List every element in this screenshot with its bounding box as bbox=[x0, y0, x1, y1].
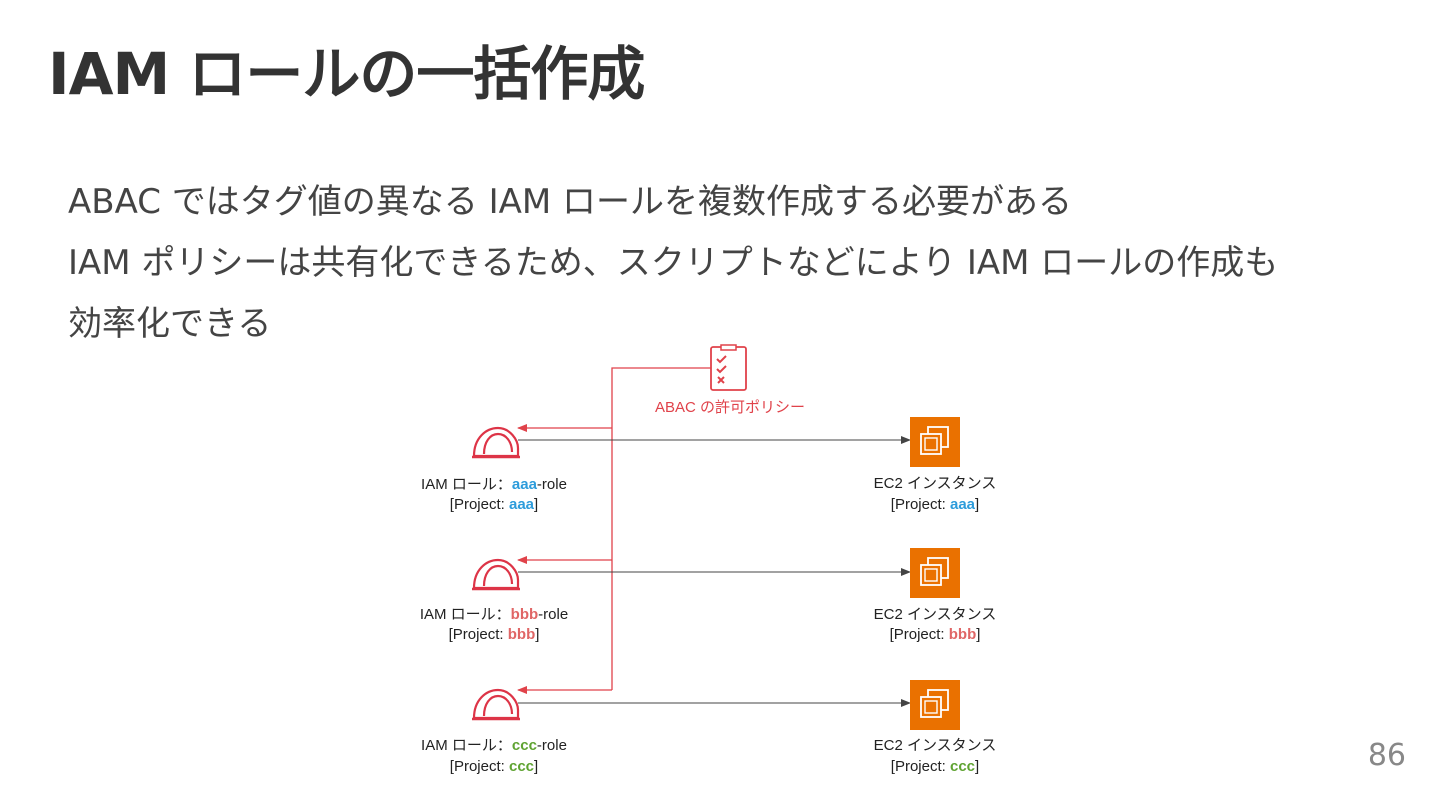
policy-connector bbox=[517, 367, 711, 694]
role-label-bbb: IAM ロール：bbb-role bbox=[420, 606, 568, 623]
body-line-2: IAM ポリシーは共有化できるため、スクリプトなどにより IAM ロールの作成も bbox=[68, 243, 1279, 283]
policy-label: ABAC の許可ポリシー bbox=[655, 399, 805, 416]
ec2-chip-icon bbox=[910, 548, 960, 598]
instance-label-ccc: EC2 インスタンス bbox=[874, 737, 997, 754]
instance-tag-aaa: [Project: aaa] bbox=[891, 496, 979, 513]
hard-hat-icon bbox=[472, 558, 520, 591]
policy-trunk-line bbox=[611, 367, 711, 690]
role-tag-bbb: [Project: bbb] bbox=[449, 626, 540, 643]
role-tag-aaa: [Project: aaa] bbox=[450, 496, 538, 513]
body-line-1: ABAC ではタグ値の異なる IAM ロールを複数作成する必要がある bbox=[68, 182, 1073, 222]
instance-tag-bbb: [Project: bbb] bbox=[890, 626, 981, 643]
body-text: ABAC ではタグ値の異なる IAM ロールを複数作成する必要がある IAM ポ… bbox=[68, 172, 1388, 355]
instance-tag-ccc: [Project: ccc] bbox=[891, 758, 979, 775]
checklist-icon bbox=[710, 344, 747, 391]
hard-hat-icon bbox=[472, 688, 520, 721]
page-number: 86 bbox=[1367, 738, 1406, 773]
hard-hat-icon bbox=[472, 426, 520, 459]
instance-label-aaa: EC2 インスタンス bbox=[874, 475, 997, 492]
ec2-chip-icon bbox=[910, 417, 960, 467]
slide-title: IAM ロールの一括作成 bbox=[48, 40, 645, 108]
instance-label-bbb: EC2 インスタンス bbox=[874, 606, 997, 623]
access-arrows bbox=[518, 436, 911, 707]
ec2-chip-icon bbox=[910, 680, 960, 730]
body-line-3: 効率化できる bbox=[68, 304, 272, 344]
role-tag-ccc: [Project: ccc] bbox=[450, 758, 538, 775]
role-label-aaa: IAM ロール：aaa-role bbox=[421, 476, 567, 493]
role-label-ccc: IAM ロール：ccc-role bbox=[421, 737, 567, 754]
